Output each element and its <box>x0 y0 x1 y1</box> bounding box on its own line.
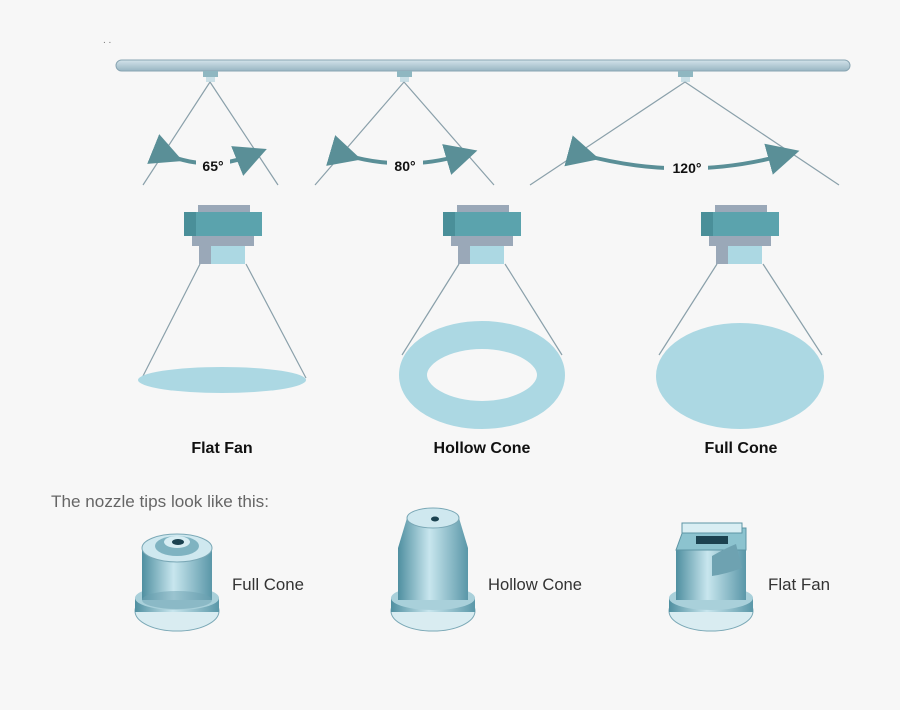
label-hollow-cone: Hollow Cone <box>434 440 531 457</box>
pattern-full-cone <box>656 323 824 429</box>
spray-angle-lines <box>142 81 840 186</box>
pattern-flat-fan <box>138 367 306 393</box>
nozzle-body-full-cone <box>701 205 779 264</box>
nozzle-body-hollow-cone <box>443 205 521 264</box>
boom-nozzle-3 <box>678 71 693 82</box>
angle-label-flat-fan: 65° <box>202 158 223 174</box>
label-full-cone: Full Cone <box>705 440 778 457</box>
tip-label-hollow-cone: Hollow Cone <box>488 575 582 594</box>
tip-flat-fan <box>668 522 754 632</box>
boom-nozzle-2 <box>397 71 412 82</box>
angle-label-full-cone: 120° <box>673 160 702 176</box>
label-flat-fan: Flat Fan <box>191 440 252 457</box>
tip-full-cone <box>134 533 220 632</box>
nozzle-body-flat-fan <box>184 205 262 264</box>
pattern-hollow-cone <box>399 321 565 429</box>
spray-pattern-lines <box>141 263 823 379</box>
boom-nozzle-1 <box>203 71 218 82</box>
tip-label-flat-fan: Flat Fan <box>768 575 830 594</box>
angle-label-hollow-cone: 80° <box>394 158 415 174</box>
tip-label-full-cone: Full Cone <box>232 575 304 594</box>
tip-hollow-cone <box>390 507 476 632</box>
tips-caption: The nozzle tips look like this: <box>51 492 269 511</box>
stray-dots: . . <box>103 35 111 46</box>
boom-pipe <box>115 59 851 72</box>
